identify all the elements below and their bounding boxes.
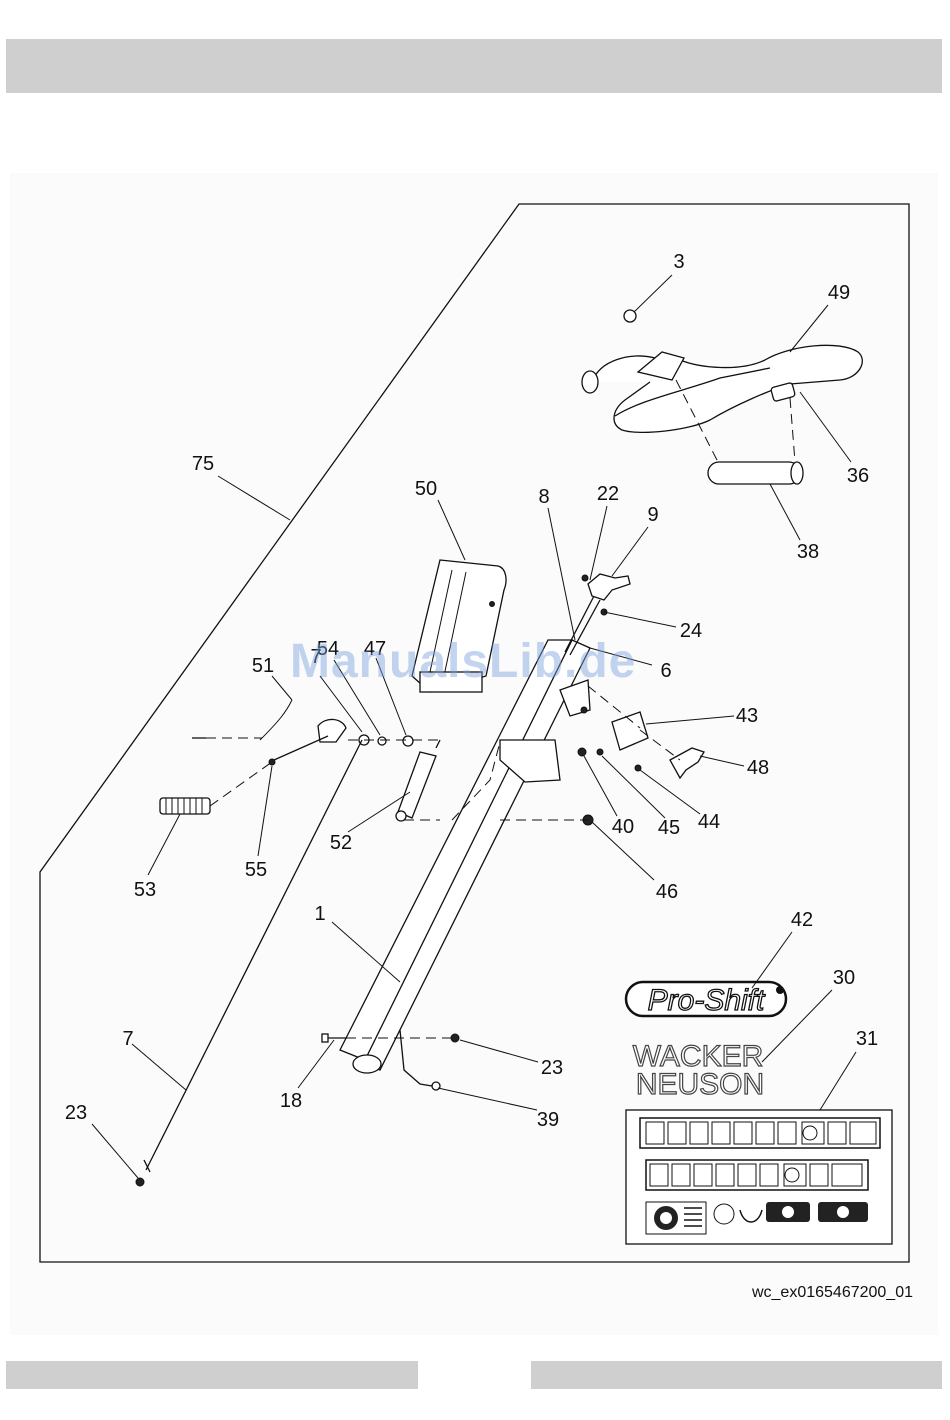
callout-38: 38 — [797, 541, 819, 563]
callout-40: 40 — [612, 816, 634, 838]
callout-22: 22 — [597, 483, 619, 505]
callout-9: 9 — [647, 504, 658, 526]
watermark: ManualsLib.de — [290, 634, 636, 689]
lever-part — [582, 574, 630, 615]
figure-caption: wc_ex0165467200_01 — [700, 1284, 913, 1302]
mirror-arm-part — [260, 700, 346, 765]
callout-7-lower: 7 — [122, 1028, 133, 1050]
callout-44: 44 — [698, 811, 720, 833]
callout-46: 46 — [656, 881, 678, 903]
callout-53: 53 — [134, 879, 156, 901]
callout-31: 31 — [856, 1028, 878, 1050]
main-tube-part — [340, 640, 590, 1073]
footer-bar-left — [6, 1361, 418, 1389]
proshift-logo: Pro-Shift — [626, 982, 786, 1017]
callout-39: 39 — [537, 1109, 559, 1131]
spring-part — [160, 798, 210, 814]
grip-part — [708, 462, 803, 484]
cable-end-nut — [136, 1178, 144, 1186]
callout-55: 55 — [245, 859, 267, 881]
callout-45: 45 — [658, 817, 680, 839]
callout-75: 75 — [192, 453, 214, 475]
callout-23-right: 23 — [541, 1057, 563, 1079]
callout-36: 36 — [847, 465, 869, 487]
callout-24: 24 — [680, 620, 702, 642]
bracket-part — [578, 712, 704, 778]
callout-43: 43 — [736, 705, 758, 727]
callout-42: 42 — [791, 909, 813, 931]
callout-23-left: 23 — [65, 1102, 87, 1124]
callout-49: 49 — [828, 282, 850, 304]
callout-48: 48 — [747, 757, 769, 779]
callout-6: 6 — [660, 660, 671, 682]
brand-logo: WACKER NEUSON — [633, 1040, 764, 1101]
callout-18: 18 — [280, 1090, 302, 1112]
gas-spring-part — [396, 740, 440, 821]
callout-3: 3 — [673, 251, 684, 273]
footer-bar-right — [531, 1361, 942, 1389]
callout-8: 8 — [538, 486, 549, 508]
callout-52: 52 — [330, 832, 352, 854]
callout-1: 1 — [314, 903, 325, 925]
proshift-logo-text: Pro-Shift — [648, 984, 766, 1017]
callout-51: 51 — [252, 655, 274, 677]
callout-50: 50 — [415, 478, 437, 500]
brand-line2: NEUSON — [636, 1068, 764, 1101]
callout-30: 30 — [833, 967, 855, 989]
decal-sheet — [626, 1110, 892, 1244]
